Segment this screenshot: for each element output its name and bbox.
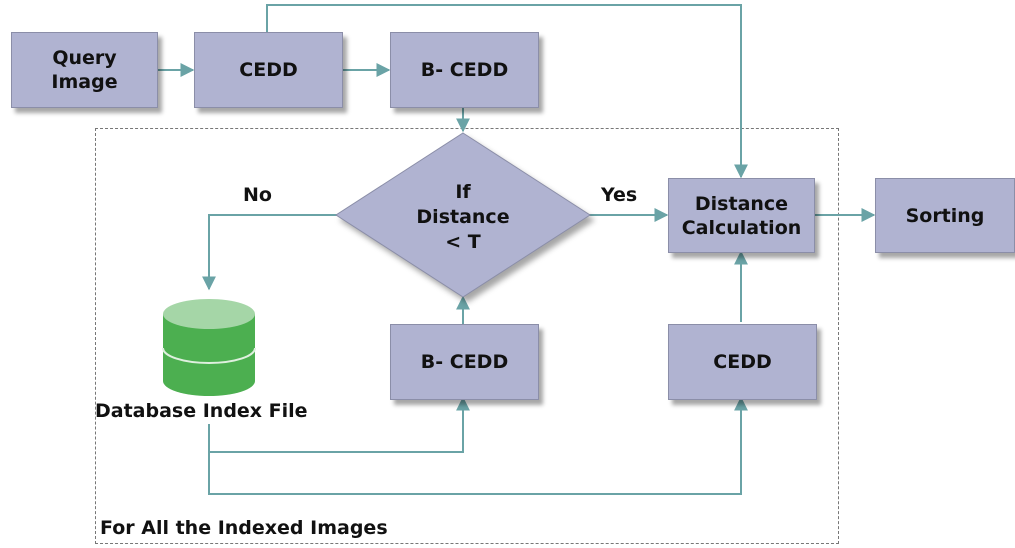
query-image-label: Query Image: [51, 47, 118, 93]
arrow-cedd-to-distance: [266, 4, 748, 179]
bcedd-top-label: B- CEDD: [420, 59, 509, 81]
sorting-box: Sorting: [875, 178, 1015, 253]
arrow-no: [202, 214, 337, 291]
loop-label: For All the Indexed Images: [100, 517, 388, 539]
distance-calculation-box: Distance Calculation: [668, 178, 815, 253]
cedd-bottom-label: CEDD: [713, 351, 772, 373]
bcedd-top-box: B- CEDD: [390, 32, 539, 108]
distance-calculation-label: Distance Calculation: [681, 192, 802, 239]
cedd-bottom-box: CEDD: [668, 324, 817, 400]
database-icon: [162, 299, 256, 396]
decision-label: If Distance < T: [416, 181, 510, 253]
decision-diamond: [335, 132, 591, 298]
cedd-top-box: CEDD: [194, 32, 343, 108]
bcedd-bottom-label: B- CEDD: [420, 351, 509, 373]
cedd-top-label: CEDD: [239, 59, 298, 81]
query-image-box: Query Image: [11, 32, 158, 108]
arrow-db-to-cedd: [208, 396, 748, 495]
bcedd-bottom-box: B- CEDD: [390, 324, 539, 400]
no-label: No: [243, 184, 272, 206]
arrow-db-to-bcedd: [208, 396, 470, 453]
yes-label: Yes: [601, 184, 638, 206]
sorting-label: Sorting: [905, 204, 985, 227]
database-label: Database Index File: [95, 400, 308, 422]
